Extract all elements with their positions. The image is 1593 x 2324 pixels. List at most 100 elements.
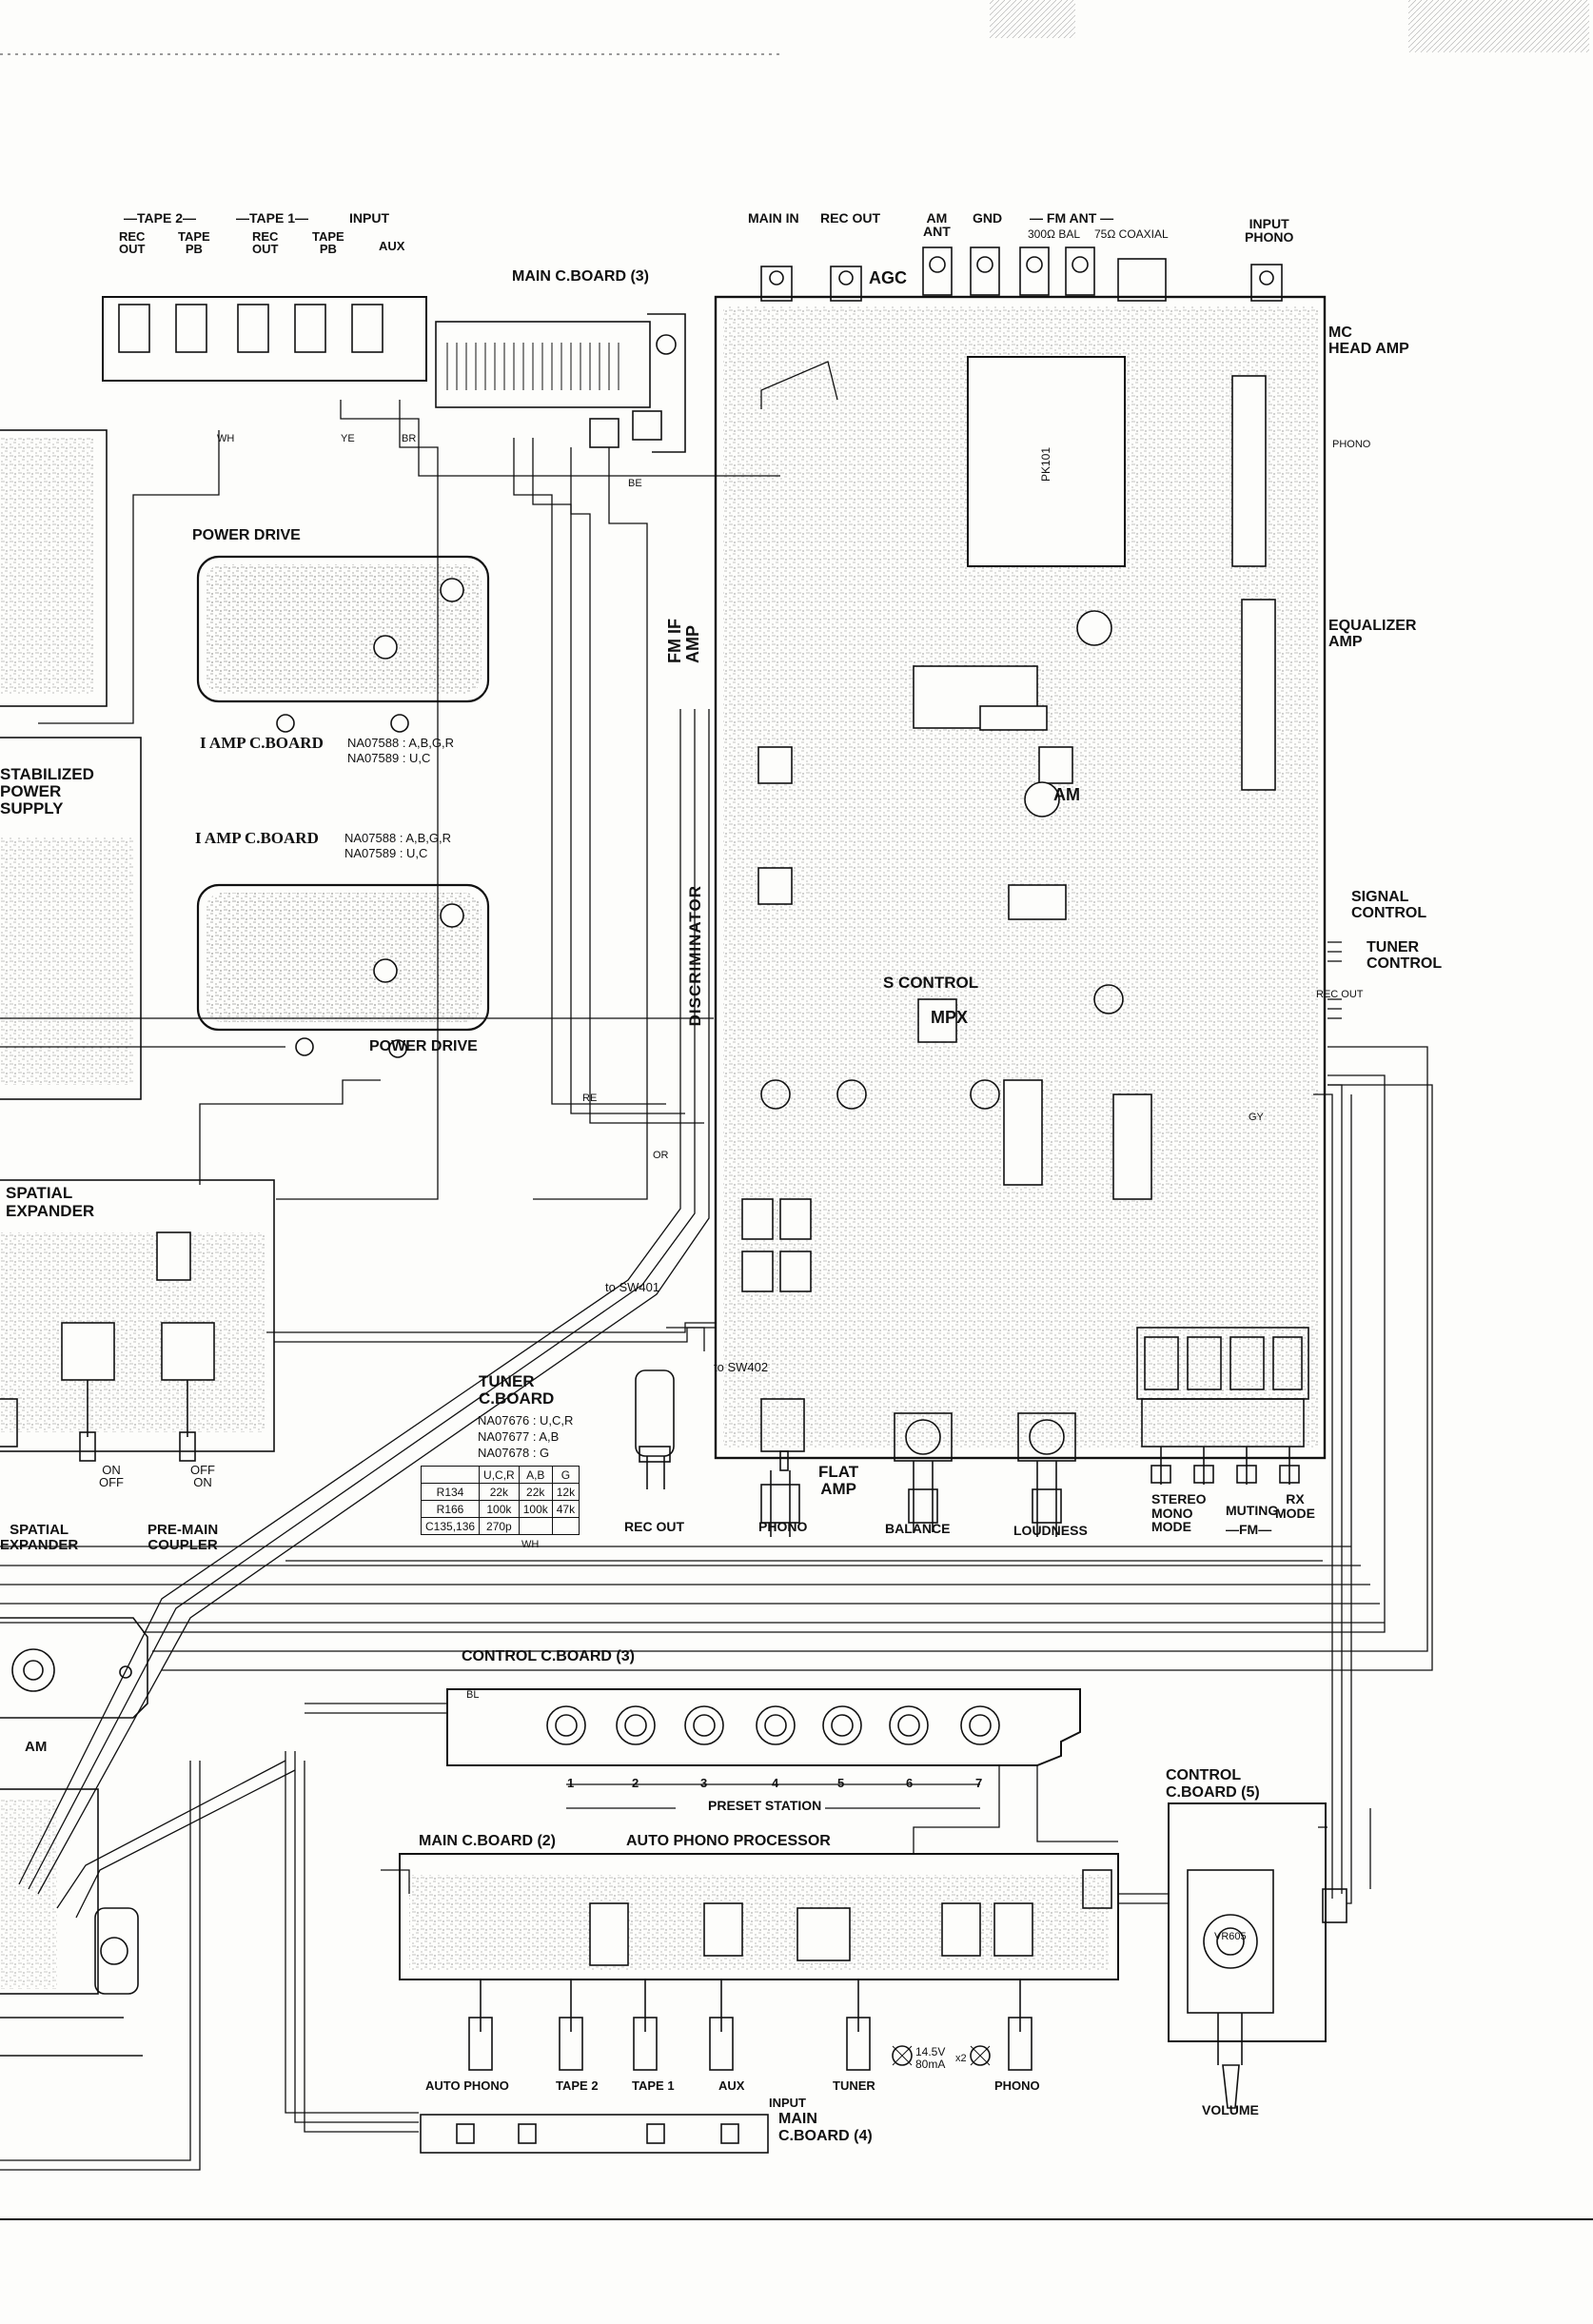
tape2-input-label: TAPE 2 [556, 2078, 599, 2093]
tuner-control-label: TUNER CONTROL [1367, 939, 1443, 972]
wire-color-br: BR [402, 433, 417, 444]
table-cell: 22k [518, 1483, 553, 1501]
s-control-label: S CONTROL [883, 974, 979, 992]
phono-knob-label: PHONO [758, 1519, 808, 1534]
input-phono-label: INPUT PHONO [1245, 216, 1294, 245]
auto-phono-input-label: AUTO PHONO [425, 2078, 509, 2093]
aux-jack-label: AUX [379, 239, 405, 253]
stereo-mono-mode-label: STEREO MONO MODE [1151, 1491, 1207, 1535]
tape2-heading: —TAPE 2— [124, 210, 196, 226]
table-cell [551, 1517, 580, 1535]
coaxial-label: 75Ω COAXIAL [1094, 227, 1169, 241]
rx-mode-label: RX MODE [1275, 1491, 1315, 1521]
i-amp-c-board-1-label: I AMP C.BOARD [200, 734, 324, 752]
table-row: R166 100k 100k 47k [420, 1500, 580, 1518]
table-cell: U,C,R [479, 1466, 520, 1484]
table-cell [518, 1517, 553, 1535]
auto-phono-processor-label: AUTO PHONO PROCESSOR [626, 1833, 831, 1849]
wire-color-wh: WH [217, 433, 235, 444]
table-cell: C135,136 [420, 1517, 481, 1535]
bal-label: 300Ω BAL [1028, 227, 1081, 241]
table-cell: 12k [551, 1483, 580, 1501]
rec-out-knob-label: REC OUT [624, 1519, 684, 1534]
i-amp-2-codes: NA07588 : A,B,G,R NA07589 : U,C [344, 831, 452, 860]
table-cell [420, 1466, 481, 1484]
table-cell: 22k [479, 1483, 520, 1501]
spatial-expander-bottom-label: SPATIAL EXPANDER [0, 1522, 79, 1553]
input-heading: INPUT [349, 210, 389, 226]
lamp-rating-label: 14.5V 80mA [915, 2045, 946, 2071]
preset-number-4: 4 [772, 1776, 779, 1790]
preset-number-5: 5 [837, 1776, 845, 1790]
control-c-board-3-label: CONTROL C.BOARD (3) [462, 1648, 635, 1664]
vr605-label: VR605 [1214, 1931, 1247, 1942]
main-c-board-2-label: MAIN C.BOARD (2) [419, 1833, 556, 1849]
power-drive-top-label: POWER DRIVE [192, 527, 301, 543]
to-sw401-label: to SW401 [605, 1280, 660, 1294]
wire-color-be: BE [628, 478, 642, 489]
am-ant-label: AM ANT [923, 210, 951, 239]
preset-number-7: 7 [975, 1776, 983, 1790]
power-drive-bottom-label: POWER DRIVE [369, 1038, 478, 1054]
preset-number-2: 2 [632, 1776, 639, 1790]
lamp-count-label: x2 [955, 2053, 967, 2064]
rec-out-small-label: REC OUT [1316, 989, 1364, 1000]
preset-number-1: 1 [567, 1776, 575, 1790]
volume-label: VOLUME [1202, 2102, 1259, 2117]
spatial-expander-label: SPATIAL EXPANDER [6, 1184, 95, 1220]
wire-color-or: OR [653, 1150, 669, 1161]
tape1-input-label: TAPE 1 [632, 2078, 675, 2093]
fm-if-amp-label: FM IF AMP [665, 619, 702, 663]
tuner-board-codes: NA07676 : U,C,R NA07677 : A,B NA07678 : … [478, 1413, 574, 1460]
preset-station-label: PRESET STATION [704, 1799, 826, 1812]
main-c-board-4-label: MAIN C.BOARD (4) [778, 2111, 873, 2144]
tape-pb-jack-label: TAPE PB [178, 229, 210, 256]
tape1-heading: —TAPE 1— [236, 210, 308, 226]
stabilized-power-supply-label: STABILIZED POWER SUPPLY [0, 765, 94, 817]
aux-input-label: AUX [718, 2078, 745, 2093]
table-header-row: U,C,R A,B G [420, 1466, 580, 1484]
i-amp-1-codes: NA07588 : A,B,G,R NA07589 : U,C [347, 736, 455, 765]
phono-side-label: PHONO [1332, 439, 1371, 450]
table-cell: A,B [518, 1466, 553, 1484]
wire-color-re: RE [582, 1093, 598, 1104]
to-sw402-label: to SW402 [714, 1360, 769, 1374]
am-board-label: AM [25, 1739, 48, 1755]
preset-number-3: 3 [700, 1776, 708, 1790]
table-cell: R134 [420, 1483, 481, 1501]
table-cell: 47k [551, 1500, 580, 1518]
fm-ant-label: — FM ANT — [1030, 210, 1114, 226]
input-bottom-label: INPUT [769, 2096, 806, 2110]
table-cell: G [551, 1466, 580, 1484]
pk101-label: PK101 [1039, 447, 1052, 483]
preset-number-6: 6 [906, 1776, 914, 1790]
pre-main-coupler-label: PRE-MAIN COUPLER [148, 1522, 219, 1553]
discriminator-label: DISCRIMINATOR [686, 885, 704, 1027]
rec-out-jack-label: REC OUT [119, 229, 146, 256]
gnd-label: GND [973, 210, 1003, 226]
main-in-label: MAIN IN [748, 210, 799, 226]
phono-input-label: PHONO [994, 2078, 1040, 2093]
agc-label: AGC [869, 268, 907, 287]
table-cell: 100k [479, 1500, 520, 1518]
muting-label: MUTING [1226, 1503, 1279, 1518]
on-off-label-2: OFF ON [190, 1463, 215, 1489]
table-row: R134 22k 22k 12k [420, 1483, 580, 1501]
wire-color-gy: GY [1249, 1112, 1264, 1123]
balance-knob-label: BALANCE [885, 1521, 951, 1536]
tuner-input-label: TUNER [833, 2078, 875, 2093]
wire-color-bl: BL [466, 1689, 480, 1701]
resistor-variant-table: U,C,R A,B G R134 22k 22k 12k R166 100k 1… [420, 1466, 580, 1535]
equalizer-amp-label: EQUALIZER AMP [1328, 618, 1417, 650]
main-c-board-3-label: MAIN C.BOARD (3) [512, 268, 649, 285]
mc-head-amp-label: MC HEAD AMP [1328, 325, 1409, 357]
am-label: AM [1053, 785, 1080, 804]
fm-bottom-label: —FM— [1226, 1522, 1272, 1537]
loudness-knob-label: LOUDNESS [1013, 1523, 1088, 1538]
table-footer-wh: WH [521, 1539, 540, 1550]
rec-out-label: REC OUT [820, 210, 880, 226]
table-cell: 100k [518, 1500, 553, 1518]
mpx-label: MPX [931, 1008, 969, 1027]
table-cell: R166 [420, 1500, 481, 1518]
